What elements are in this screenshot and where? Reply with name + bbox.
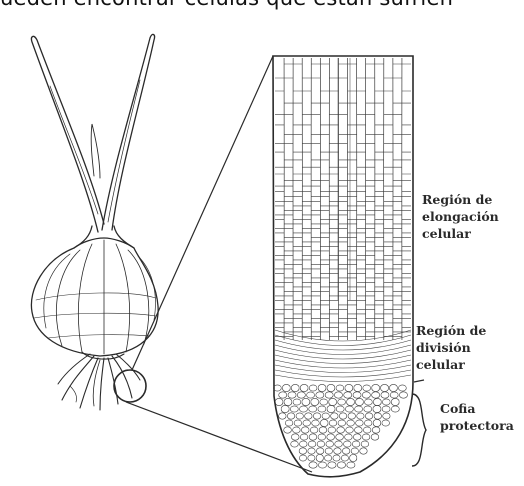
label-elongation-line-3: celular xyxy=(422,225,499,242)
right-leaf xyxy=(102,34,155,230)
label-cap-line-1: Cofia xyxy=(440,400,514,417)
label-elongation-line-2: elongación xyxy=(422,208,499,225)
division-tick xyxy=(414,380,424,382)
label-cap-line-2: protectora xyxy=(440,417,514,434)
root-tip xyxy=(273,56,413,477)
cap-brace xyxy=(412,394,426,466)
label-division-line-1: Región de xyxy=(416,322,486,339)
label-division-line-3: celular xyxy=(416,356,486,373)
leader-line-top xyxy=(132,56,273,370)
left-leaf xyxy=(31,36,104,232)
magnifier-circle-icon xyxy=(114,370,146,402)
caption-text: ueden encontrar células que están sufrie… xyxy=(0,0,524,10)
label-division-region: Región de división celular xyxy=(416,322,486,373)
label-elongation-region: Región de elongación celular xyxy=(422,191,499,242)
label-elongation-line-1: Región de xyxy=(422,191,499,208)
label-root-cap: Cofia protectora xyxy=(440,400,514,434)
label-division-line-2: división xyxy=(416,339,486,356)
